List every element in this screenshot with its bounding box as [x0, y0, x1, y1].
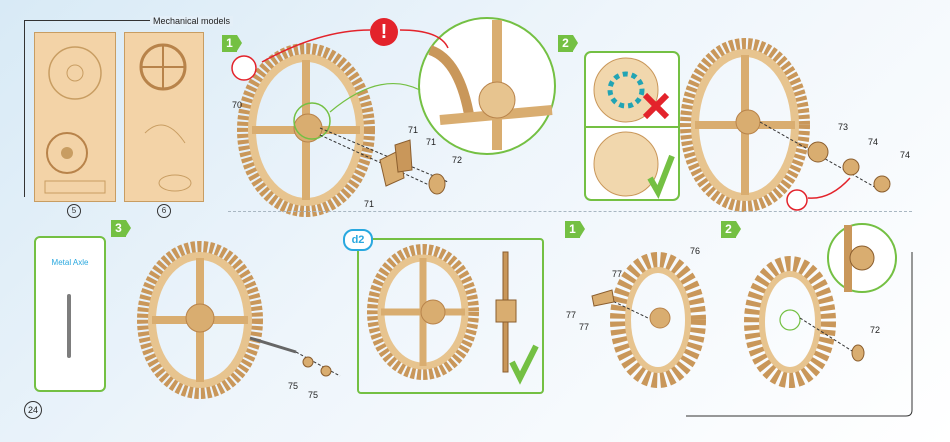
alert-symbol: !	[381, 21, 388, 43]
label-part-76: 76	[690, 246, 700, 256]
d2-panel	[357, 238, 544, 394]
label-part-75b: 75	[308, 390, 318, 400]
gear-step2	[687, 45, 803, 205]
label-part-72b: 72	[870, 325, 880, 335]
label-part-70: 70	[232, 100, 242, 110]
page-number: 24	[24, 401, 42, 419]
label-part-73: 73	[838, 122, 848, 132]
label-part-71c: 71	[364, 199, 374, 209]
d2-badge: d2	[343, 229, 373, 251]
label-part-72a: 72	[452, 155, 462, 165]
section-divider	[228, 211, 912, 212]
label-part-71a: 71	[408, 125, 418, 135]
metal-axle-rod	[67, 294, 71, 358]
metal-axle-panel: Metal Axle	[34, 236, 106, 392]
label-part-75a: 75	[288, 381, 298, 391]
label-part-77a: 77	[612, 269, 622, 279]
label-part-77b: 77	[566, 310, 576, 320]
alert-icon: !	[370, 18, 398, 46]
gear-step2-bottom	[752, 264, 828, 380]
label-part-77c: 77	[579, 322, 589, 332]
gear-70	[244, 50, 368, 210]
label-part-74a: 74	[868, 137, 878, 147]
gear-step3	[144, 248, 256, 392]
metal-axle-title: Metal Axle	[36, 258, 104, 268]
label-part-71b: 71	[426, 137, 436, 147]
gear-76	[618, 260, 698, 380]
label-part-74b: 74	[900, 150, 910, 160]
